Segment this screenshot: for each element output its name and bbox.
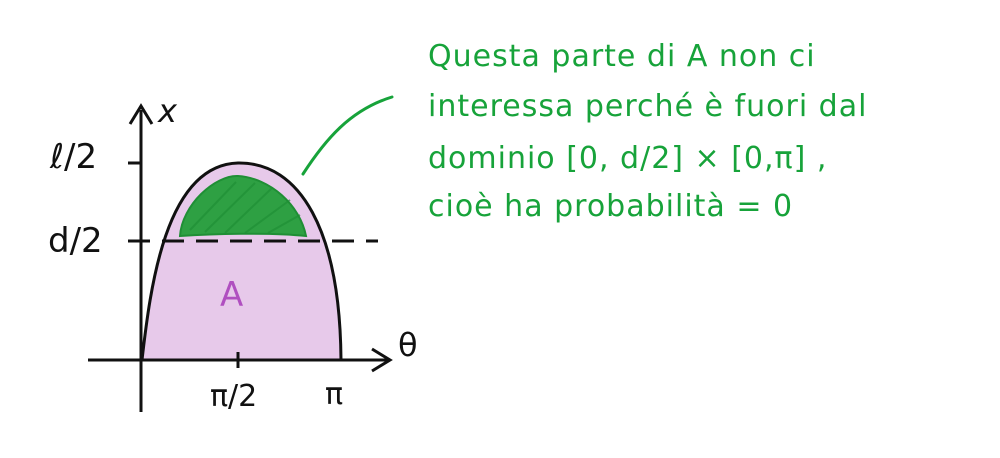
arch-curve xyxy=(140,161,343,361)
y-tick-label-d-half: d/2 xyxy=(48,221,103,261)
x-tick-label-pi-half: π/2 xyxy=(210,379,257,414)
region-a-label: A xyxy=(220,275,243,315)
y-tick-label-l-half: ℓ/2 xyxy=(49,137,97,177)
annotation-line-4: cioè ha probabilità = 0 xyxy=(428,189,793,224)
annotation-pointer xyxy=(301,95,394,176)
annotation-line-3: dominio [0, d/2] × [0,π] , xyxy=(428,141,827,176)
x-tick-label-pi: π xyxy=(325,377,343,412)
annotation-line-1: Questa parte di A non ci xyxy=(428,39,816,74)
horizontal-axis-arrowhead xyxy=(371,347,393,373)
annotation-line-2: interessa perché è fuori dal xyxy=(428,89,867,124)
hatch-strokes xyxy=(189,181,301,234)
vertical-axis-label: x xyxy=(157,92,178,130)
vertical-axis-arrowhead xyxy=(128,103,154,125)
horizontal-axis-label: θ xyxy=(398,326,418,364)
